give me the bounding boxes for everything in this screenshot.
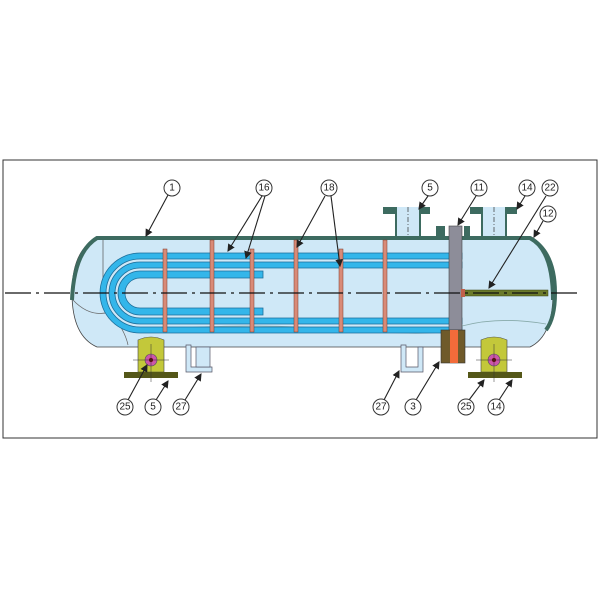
callout-27-left: 27: [172, 398, 190, 416]
outlet-nozzle: [470, 207, 517, 243]
inlet-nozzle: [383, 207, 430, 243]
leader-lines: [127, 194, 547, 401]
callout-25-left: 25: [116, 398, 134, 416]
callout-18: 18: [320, 179, 338, 197]
callout-22: 22: [541, 179, 559, 197]
svg-text:16: 16: [258, 183, 270, 194]
gasket: [450, 330, 458, 363]
callout-14-top: 14: [518, 179, 536, 197]
saddle-support-left: [124, 336, 178, 382]
tubesheet: [448, 225, 463, 331]
svg-text:18: 18: [323, 183, 335, 194]
callout-3: 3: [404, 398, 422, 416]
callout-1: 1: [163, 179, 181, 197]
svg-text:27: 27: [175, 402, 187, 413]
svg-text:5: 5: [427, 183, 433, 194]
svg-text:22: 22: [544, 183, 556, 194]
callout-14-bottom: 14: [487, 398, 505, 416]
shell-wall: [70, 236, 555, 301]
callout-25-right: 25: [457, 398, 475, 416]
svg-text:25: 25: [119, 402, 131, 413]
callout-5-top: 5: [421, 179, 439, 197]
saddle-support-right: [468, 336, 522, 382]
callout-11: 11: [470, 179, 488, 197]
callout-16: 16: [255, 179, 273, 197]
svg-text:14: 14: [521, 183, 533, 194]
svg-text:14: 14: [490, 402, 502, 413]
svg-text:11: 11: [474, 183, 485, 194]
drain-right: [400, 344, 424, 373]
svg-text:27: 27: [375, 402, 387, 413]
callout-12: 12: [539, 205, 557, 223]
svg-text:12: 12: [542, 209, 554, 220]
svg-text:3: 3: [410, 402, 416, 413]
tubesheet-flange-ribs: [436, 226, 470, 238]
svg-text:25: 25: [460, 402, 472, 413]
svg-text:1: 1: [169, 183, 175, 194]
drain-left: [185, 344, 213, 373]
callout-5-bottom: 5: [144, 398, 162, 416]
baffles: [162, 239, 388, 333]
svg-text:5: 5: [150, 402, 156, 413]
callout-27-right: 27: [372, 398, 390, 416]
